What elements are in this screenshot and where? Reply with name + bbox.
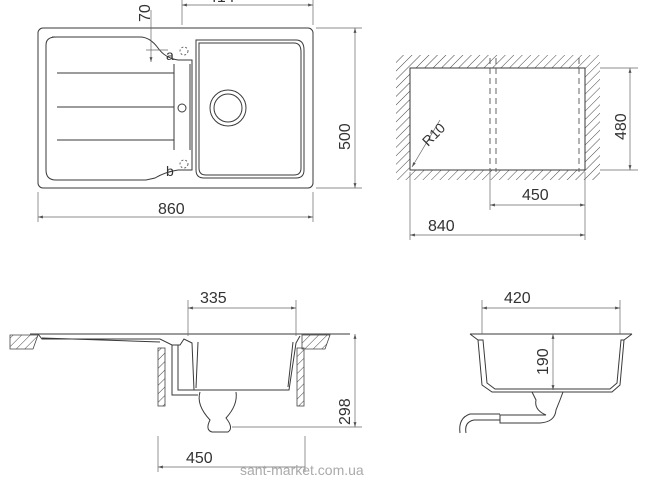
dim-bowl-offset-414: 414 xyxy=(208,0,235,6)
bowl xyxy=(195,39,305,179)
dim-width-860: 860 xyxy=(158,201,185,218)
dim-cabinet-450: 450 xyxy=(522,187,549,204)
tap-hole-a-icon xyxy=(179,46,189,56)
drain-grooves xyxy=(57,72,174,141)
overflow-pipe xyxy=(171,345,198,396)
front-view: 420 190 xyxy=(459,290,633,434)
waste-pipe xyxy=(459,413,500,434)
dim-depth-480: 480 xyxy=(613,113,630,140)
dim-cabinet-450-side: 450 xyxy=(186,450,213,467)
drainboard xyxy=(45,36,193,181)
cutout-view: R10 450 840 480 xyxy=(396,55,638,240)
dim-bowl-width-420: 420 xyxy=(504,290,531,307)
tap-hole-b-label: b xyxy=(166,163,174,179)
dim-bowl-depth-190: 190 xyxy=(535,348,552,375)
tap-hole-a-label: a xyxy=(166,47,174,63)
trap xyxy=(499,391,564,424)
dim-width-840: 840 xyxy=(428,218,455,235)
drain-icon xyxy=(209,89,247,127)
dim-tap-offset-70: 70 xyxy=(137,4,154,22)
dim-depth-500: 500 xyxy=(337,123,354,150)
dim-height-298: 298 xyxy=(337,398,354,425)
top-view: a b 860 500 414 70 xyxy=(37,0,362,222)
dim-bowl-width-335: 335 xyxy=(200,290,227,307)
watermark: sant-market.com.ua xyxy=(240,462,364,478)
side-view: 335 298 450 xyxy=(9,290,362,472)
overflow-icon xyxy=(177,103,187,113)
tap-hole-b-icon xyxy=(179,159,189,169)
trap xyxy=(198,391,237,433)
